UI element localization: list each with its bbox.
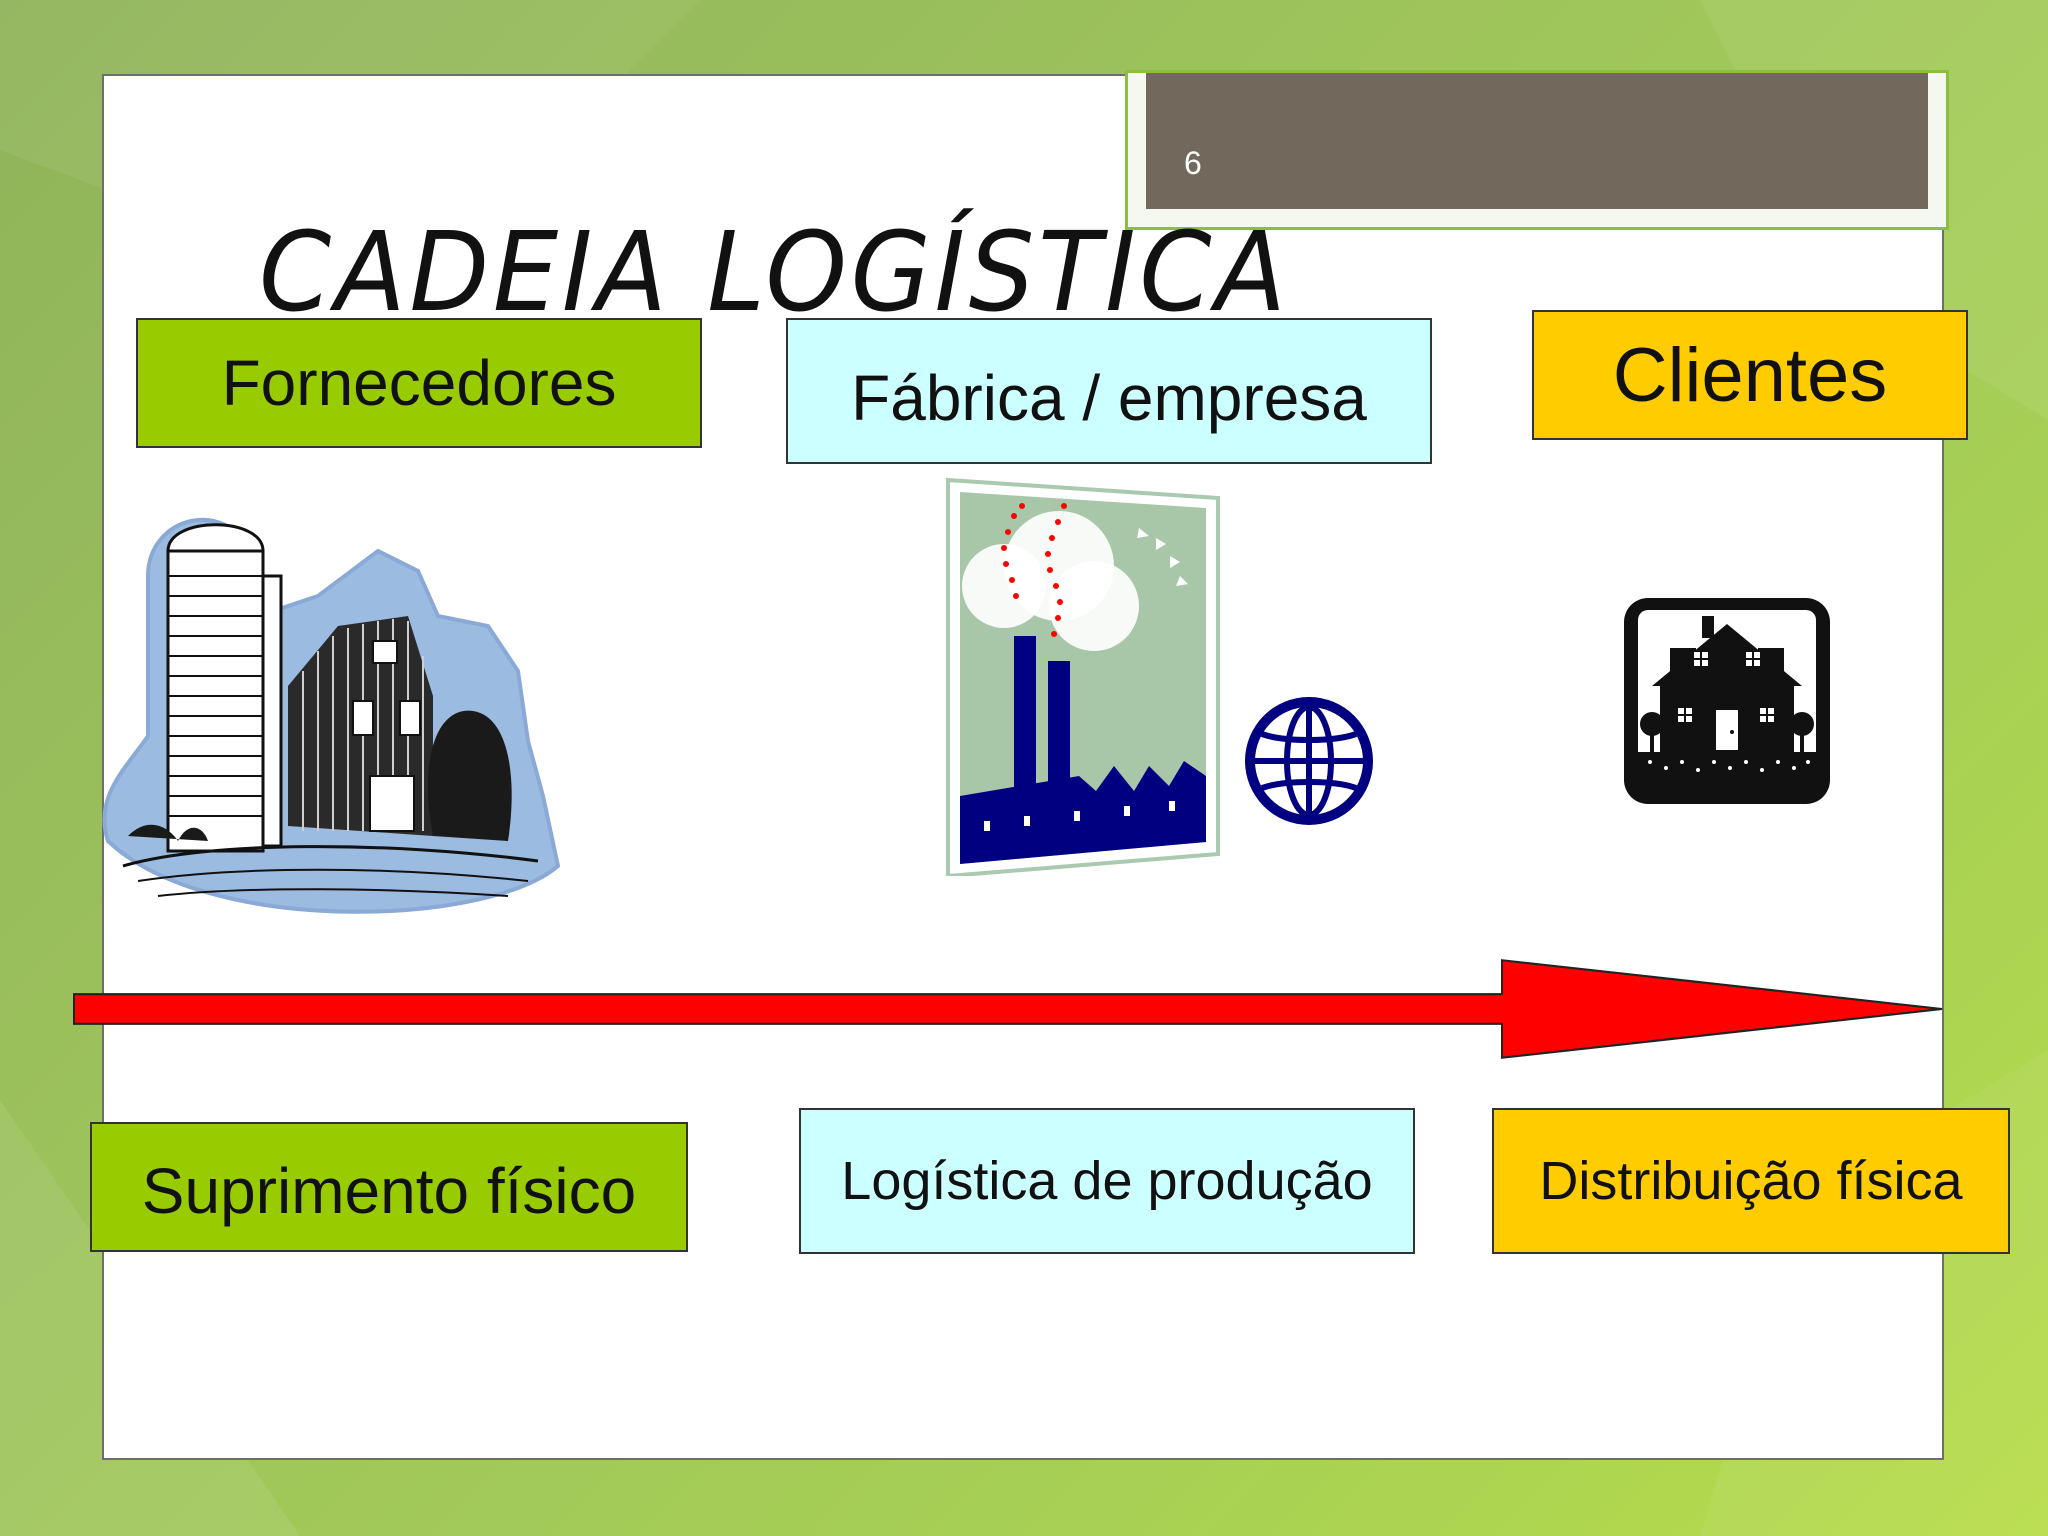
slide-number-panel: 6 [1146, 73, 1928, 209]
stage-label-customers: Clientes [1612, 332, 1888, 418]
flow-label-physical-supply: Suprimento físico [141, 1155, 637, 1227]
stage-box-suppliers: Fornecedores [136, 318, 702, 448]
flow-box-physical-supply: Suprimento físico [90, 1122, 688, 1252]
slide-number-box: 6 [1125, 70, 1949, 230]
flow-arrow-icon [73, 959, 1943, 1059]
flow-label-production-logistics: Logística de produção [841, 1151, 1373, 1211]
farm-silo-barn-icon [102, 517, 561, 914]
flow-label-physical-distribution: Distribuição física [1539, 1151, 1963, 1211]
stage-box-customers: Clientes [1532, 310, 1968, 440]
slide-number: 6 [1184, 145, 1202, 181]
stage-box-factory: Fábrica / empresa [786, 318, 1432, 464]
stage-label-factory: Fábrica / empresa [851, 362, 1367, 434]
stage-label-suppliers: Fornecedores [221, 347, 617, 419]
slide-canvas: 6 CADEIA LOGÍSTICA Fornecedores Fábrica … [73, 70, 2010, 1460]
house-icon [1624, 598, 1830, 804]
slide-title: CADEIA LOGÍSTICA [259, 208, 1290, 336]
flow-box-production-logistics: Logística de produção [799, 1108, 1415, 1254]
flow-box-physical-distribution: Distribuição física [1492, 1108, 2010, 1254]
factory-globe-icon [946, 477, 1382, 876]
